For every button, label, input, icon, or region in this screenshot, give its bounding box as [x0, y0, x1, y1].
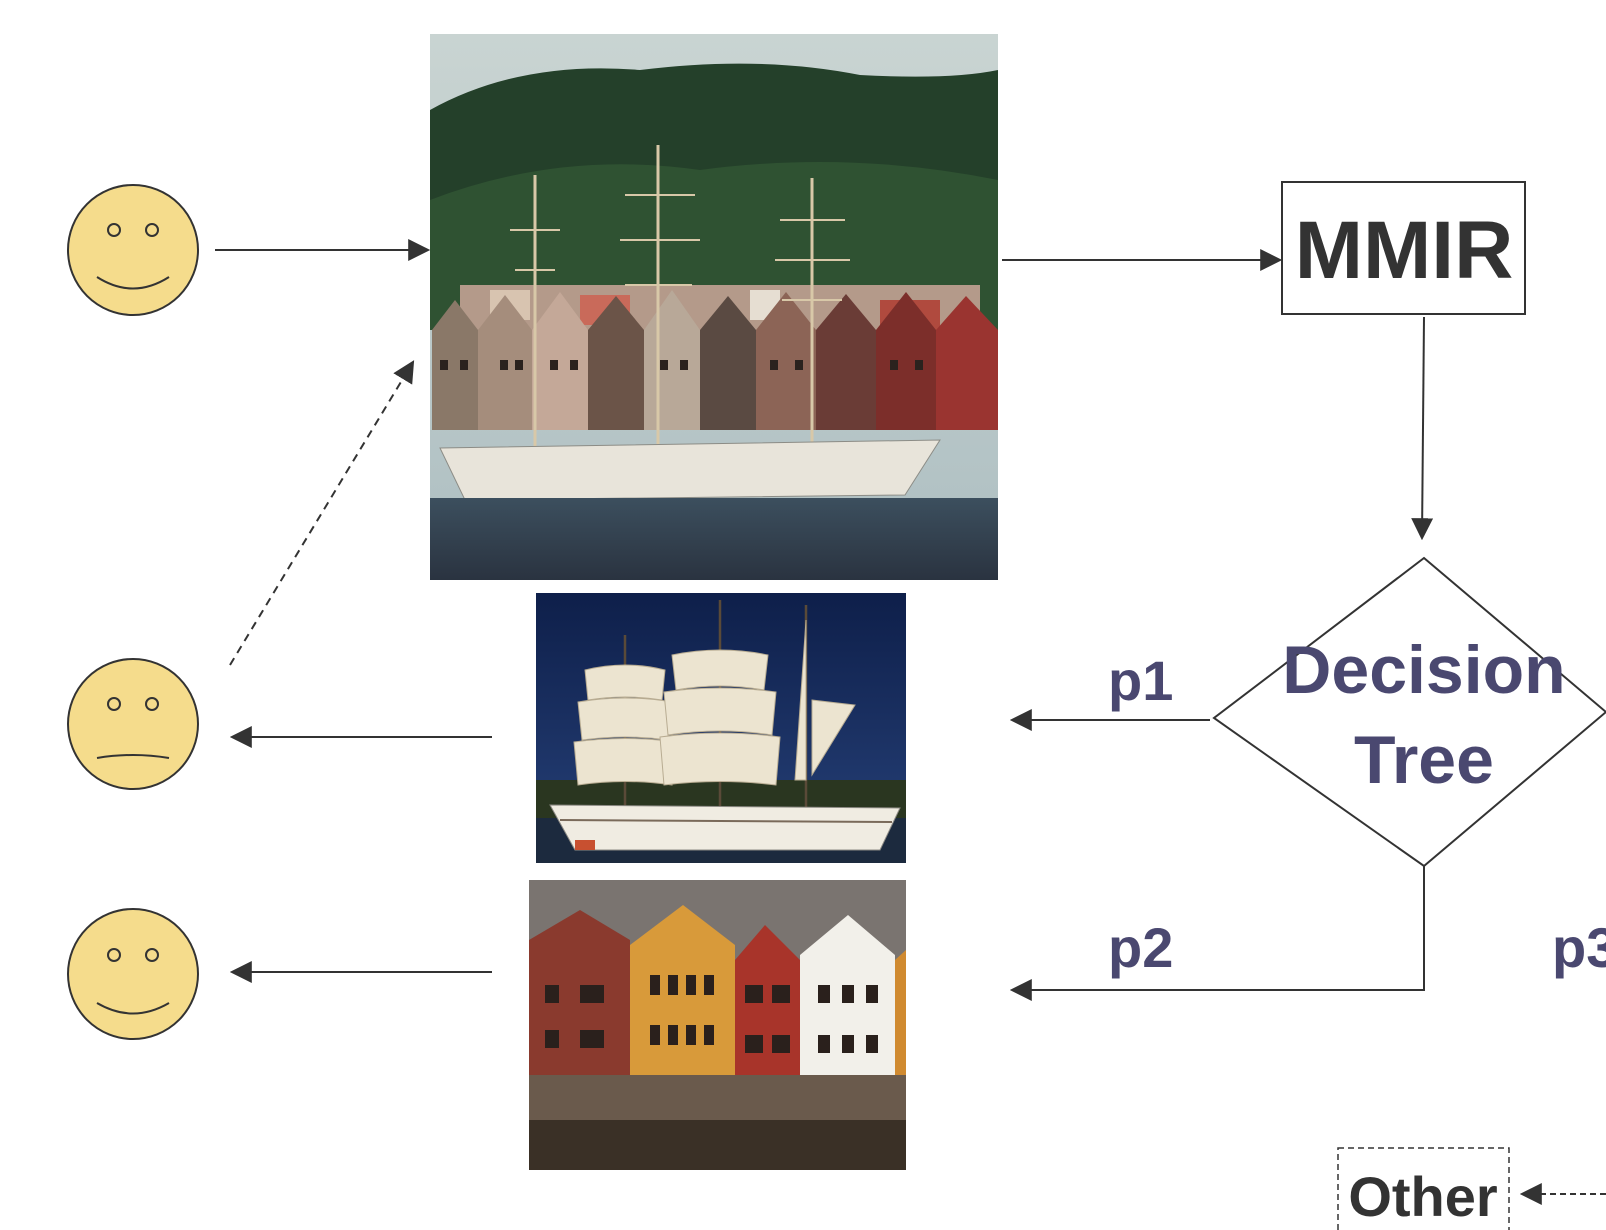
arrow-p2-to-houses	[1009, 866, 1425, 1001]
decision-tree-label-line2: Tree	[1354, 722, 1494, 798]
arrow-feedback-to-query	[229, 360, 415, 666]
mmir-label: MMIR	[1295, 205, 1514, 296]
edge-label-p1: p1	[1108, 649, 1173, 712]
result-image-houses	[529, 880, 906, 1170]
decision-tree-label-line1: Decision	[1282, 632, 1565, 708]
result-image-ship	[536, 593, 906, 863]
other-label: Other	[1348, 1165, 1497, 1228]
happy-face-icon	[67, 184, 199, 316]
happy-face-icon	[67, 908, 199, 1040]
arrow-mmir-to-decision	[1411, 316, 1434, 541]
sad-face-icon	[67, 658, 199, 790]
edge-label-p3: p3	[1552, 916, 1606, 979]
mmir-node: MMIR	[1281, 181, 1526, 315]
other-node: Other	[1337, 1147, 1510, 1230]
edge-label-p2: p2	[1108, 916, 1173, 979]
decision-tree-node: Decision Tree	[1212, 556, 1606, 868]
query-image	[430, 34, 998, 580]
